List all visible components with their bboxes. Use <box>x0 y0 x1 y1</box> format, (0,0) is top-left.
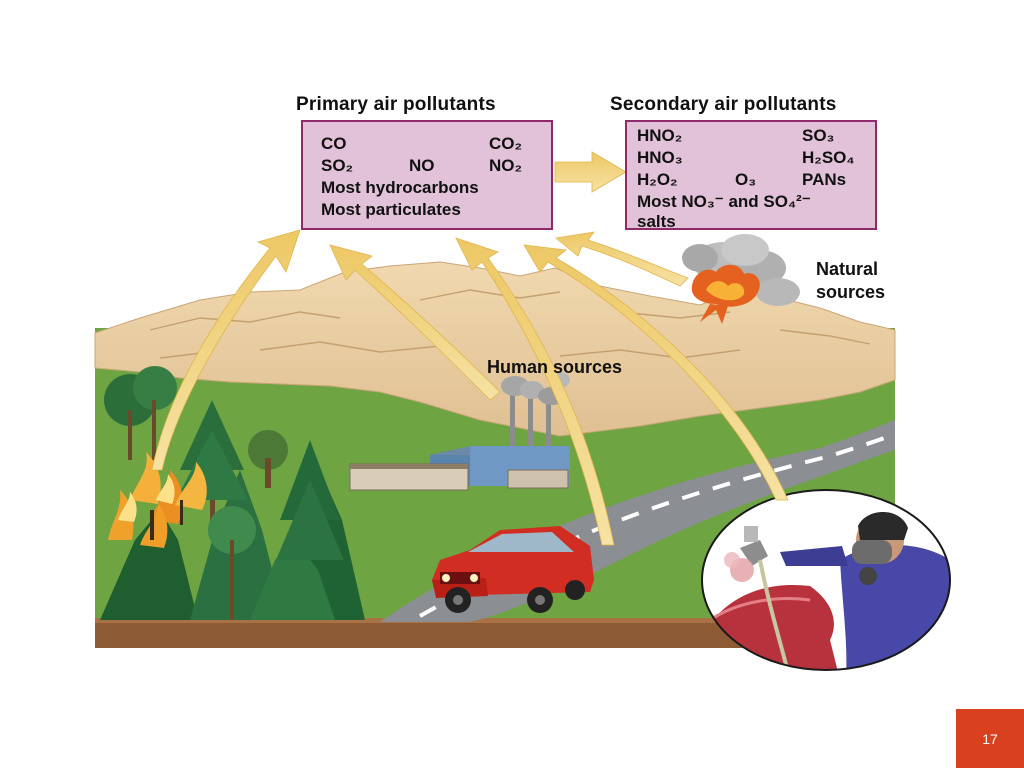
primary-item-hydrocarbons: Most hydrocarbons <box>321 178 479 197</box>
secondary-item-salts: salts <box>637 212 676 231</box>
primary-item-particulates: Most particulates <box>321 200 461 219</box>
natural-sources-label: Natural sources <box>816 259 886 302</box>
secondary-item-hno2: HNO₂ <box>637 126 683 145</box>
factory <box>349 372 570 491</box>
secondary-item-h2so4: H₂SO₄ <box>802 148 855 167</box>
primary-pollutants-heading: Primary air pollutants <box>296 94 496 115</box>
primary-item-so2: SO₂ <box>321 156 354 175</box>
page-number: 17 <box>982 731 998 747</box>
primary-item-co2: CO₂ <box>489 134 523 153</box>
primary-item-co: CO <box>321 134 347 153</box>
secondary-item-h2o2: H₂O₂ <box>637 170 678 189</box>
pollutant-arrows <box>151 151 789 546</box>
secondary-item-o3: O₃ <box>735 170 757 189</box>
secondary-pollutants-box: HNO₂ SO₃ HNO₃ H₂SO₄ H₂O₂ O₃ PANs Most NO… <box>625 120 877 231</box>
mountains <box>94 261 896 437</box>
car <box>432 526 594 613</box>
forest <box>100 366 365 620</box>
primary-item-no2: NO₂ <box>489 156 523 175</box>
secondary-pollutants-heading: Secondary air pollutants <box>610 94 837 115</box>
secondary-item-hno3: HNO₃ <box>637 148 683 167</box>
page-number-badge: 17 <box>956 709 1024 768</box>
volcano-eruption <box>682 234 800 324</box>
secondary-item-pans: PANs <box>802 170 847 189</box>
human-sources-label: Human sources <box>487 357 623 377</box>
primary-pollutants-box: CO CO₂ SO₂ NO NO₂ Most hydrocarbons Most… <box>301 120 553 230</box>
secondary-item-nitrates-sulfates: Most NO₃⁻ and SO₄²⁻ <box>637 192 811 211</box>
spray-painter-inset <box>701 489 951 671</box>
secondary-item-so3: SO₃ <box>802 126 835 145</box>
primary-item-no: NO <box>409 156 435 175</box>
forest-fire <box>108 452 207 548</box>
